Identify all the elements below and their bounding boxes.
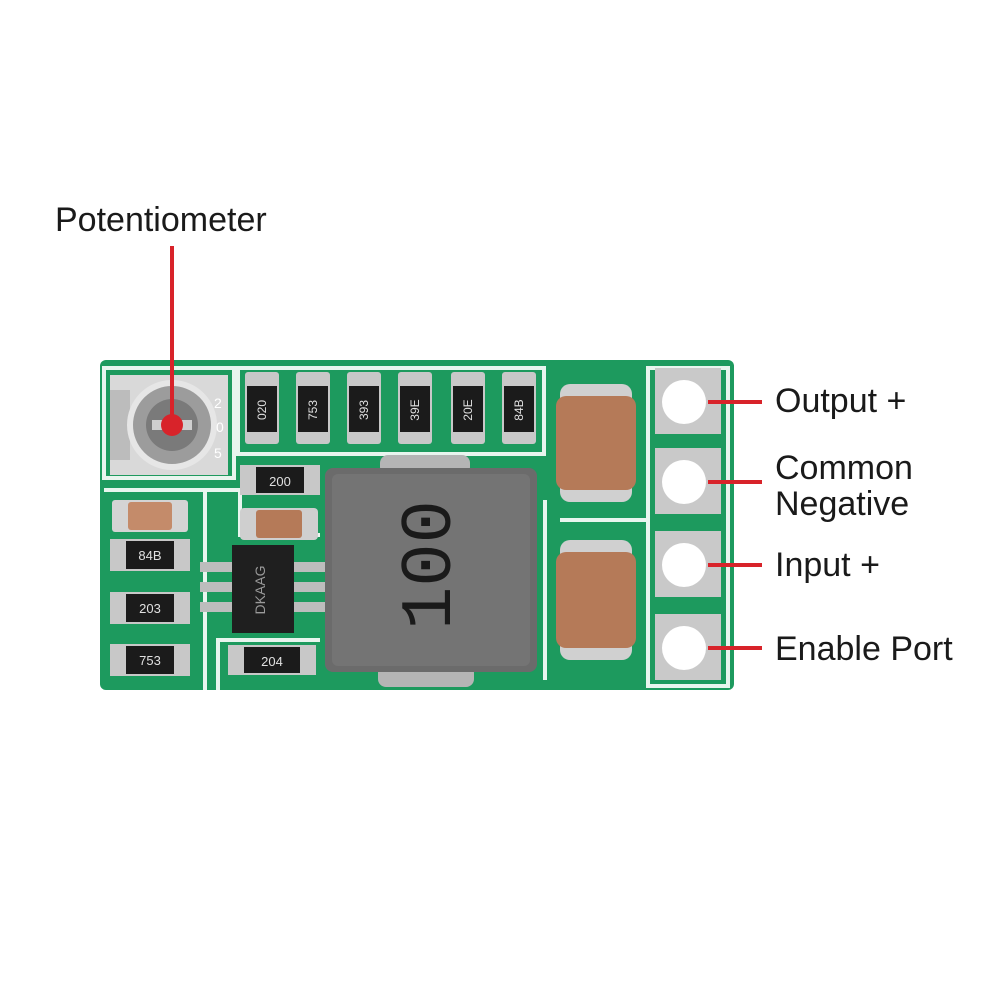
resistor-marking: 20E [461, 399, 475, 420]
top-resistor: 393 [347, 372, 381, 444]
common-negative-label: Common Negative [775, 450, 913, 522]
top-resistors: 020 753 393 39E 20E 84B [245, 372, 536, 444]
inductor-marking: 100 [390, 500, 472, 630]
ic-chip: DKAAG [200, 545, 326, 633]
ic-marking: DKAAG [252, 565, 268, 614]
inductor: 100 [325, 455, 537, 687]
enable-port-label: Enable Port [775, 630, 953, 668]
resistor-marking: 84B [512, 399, 526, 420]
top-resistor: 84B [502, 372, 536, 444]
resistor-marking: 020 [255, 400, 269, 420]
resistor-marking: 753 [306, 400, 320, 420]
pot-digit: 2 [214, 395, 222, 411]
resistor-204: 204 [228, 645, 316, 675]
left-capacitor [112, 500, 188, 532]
input-plus-label: Input + [775, 546, 880, 584]
resistor-marking: 200 [269, 474, 291, 489]
resistor-marking: 753 [139, 653, 161, 668]
top-resistor: 20E [451, 372, 485, 444]
top-resistor: 020 [245, 372, 279, 444]
left-resistor: 203 [110, 592, 190, 624]
output-capacitor [556, 384, 636, 502]
small-capacitor [240, 508, 318, 540]
left-resistor: 753 [110, 644, 190, 676]
potentiometer-marker-dot [161, 414, 183, 436]
pot-digit: 0 [216, 419, 224, 435]
resistor-200: 200 [240, 465, 320, 495]
resistor-marking: 84B [138, 548, 161, 563]
pin-pads [655, 368, 721, 680]
left-resistor: 84B [110, 539, 190, 571]
pot-digit: 5 [214, 445, 222, 461]
resistor-marking: 204 [261, 654, 283, 669]
top-resistor: 753 [296, 372, 330, 444]
resistor-marking: 39E [408, 399, 422, 420]
annotation-lines [170, 246, 762, 650]
potentiometer: 2 0 5 [110, 375, 228, 475]
output-plus-label: Output + [775, 382, 907, 420]
resistor-marking: 393 [357, 400, 371, 420]
top-resistor: 39E [398, 372, 432, 444]
potentiometer-label: Potentiometer [55, 201, 267, 239]
resistor-marking: 203 [139, 601, 161, 616]
left-resistors: 84B 203 753 [110, 539, 190, 676]
common-negative-line1: Common [775, 449, 913, 487]
input-capacitor [556, 540, 636, 660]
common-negative-line2: Negative [775, 485, 910, 523]
